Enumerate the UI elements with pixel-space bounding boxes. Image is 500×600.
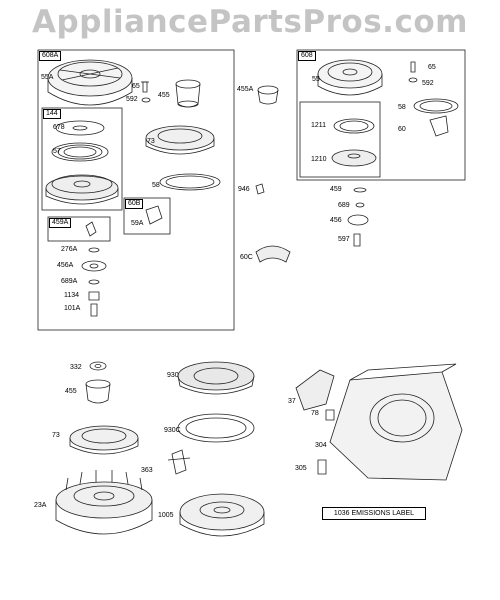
label-597: 597 [338,236,350,243]
label-456a: 456A [57,262,74,269]
screw-305 [317,459,327,475]
washer-678 [55,120,105,136]
washer-689a [88,279,100,285]
label-459: 459 [330,186,342,193]
plate-73a [145,125,215,155]
washer-459 [353,187,367,193]
deflector-37 [295,369,335,411]
label-59a: 59A [131,220,144,227]
label-592a: 592 [126,96,138,103]
handle-60c [255,245,291,263]
label-144: 144 [43,109,61,119]
screw-78 [325,409,335,421]
label-65b: 65 [428,64,436,71]
spring-946 [255,183,265,195]
label-78: 78 [311,410,319,417]
label-455a: 455 [158,92,170,99]
dog-60 [429,115,449,137]
site-watermark: AppliancePartsPros.com [32,4,468,40]
spring-57 [51,142,109,162]
label-23a: 23A [34,502,47,509]
spring-58a [159,173,221,191]
washer-592b [408,77,418,83]
label-73a: 73 [147,138,155,145]
washer-592a [141,97,151,103]
spring-58b [413,98,459,114]
subassembly-box-60B [123,197,171,235]
screw-65a [141,81,149,93]
assembly-box-608A [37,49,235,331]
plate-73b [69,425,139,455]
label-57: 57 [53,148,61,155]
nut-332 [89,361,107,371]
screw-597 [353,233,361,247]
assembly-box-608 [296,49,466,181]
starter-housing-55a [47,59,133,106]
dog-59a [145,205,163,225]
screw-65b [410,61,416,73]
spring-276a [85,221,97,237]
retainer-456a [81,260,107,272]
emissions-label-part: 1036 EMISSIONS LABEL [322,507,426,520]
label-930c: 930C [164,427,181,434]
pulley-assembly [45,174,119,205]
label-678: 678 [53,124,65,131]
label-455a-right: 455A [237,86,254,93]
label-60: 60 [398,126,406,133]
label-276a: 276A [61,246,78,253]
label-55: 55 [312,76,320,83]
label-930: 930 [167,372,179,379]
label-1211: 1211 [311,122,327,129]
washer-689 [355,202,365,208]
subassembly-box-144 [41,107,123,211]
label-55a: 55A [41,74,54,81]
label-58a: 58 [152,182,160,189]
label-608a: 608A [39,51,62,61]
screen-930 [177,361,255,395]
label-60b: 60B [125,199,144,209]
label-689: 689 [338,202,350,209]
label-592b: 592 [422,80,434,87]
label-65a: 65 [132,83,140,90]
label-332: 332 [70,364,82,371]
starter-cup-455a [175,79,201,108]
pulley-1210 [331,149,377,167]
label-1134: 1134 [64,292,80,299]
screw-101a [90,303,98,317]
label-1005: 1005 [158,512,174,519]
label-455b: 455 [65,388,77,395]
label-946: 946 [238,186,250,193]
label-305: 305 [295,465,307,472]
label-73b: 73 [52,432,60,439]
retainer-456 [347,214,369,226]
screen-930c [177,413,255,443]
nut-1134 [88,291,100,301]
cup-455a [257,85,279,105]
flywheel-23a [55,470,153,535]
label-459a: 459A [49,218,72,228]
spring-1211 [333,118,375,134]
label-60c: 60C [240,254,253,261]
label-363: 363 [141,467,153,474]
label-304: 304 [315,442,327,449]
label-456: 456 [330,217,342,224]
label-58b: 58 [398,104,406,111]
blower-housing-304 [329,363,463,481]
label-689a: 689A [61,278,78,285]
label-101a: 101A [64,305,81,312]
flywheel-1005 [179,493,265,537]
label-1210: 1210 [311,156,327,163]
bracket-363 [167,449,191,475]
label-37: 37 [288,398,296,405]
cup-455b [85,379,111,404]
part-276a-small [88,247,100,253]
subassembly-box-1210 [299,101,381,178]
subassembly-box-459A [47,216,111,242]
starter-housing-55 [317,59,383,96]
label-608: 608 [298,51,316,61]
